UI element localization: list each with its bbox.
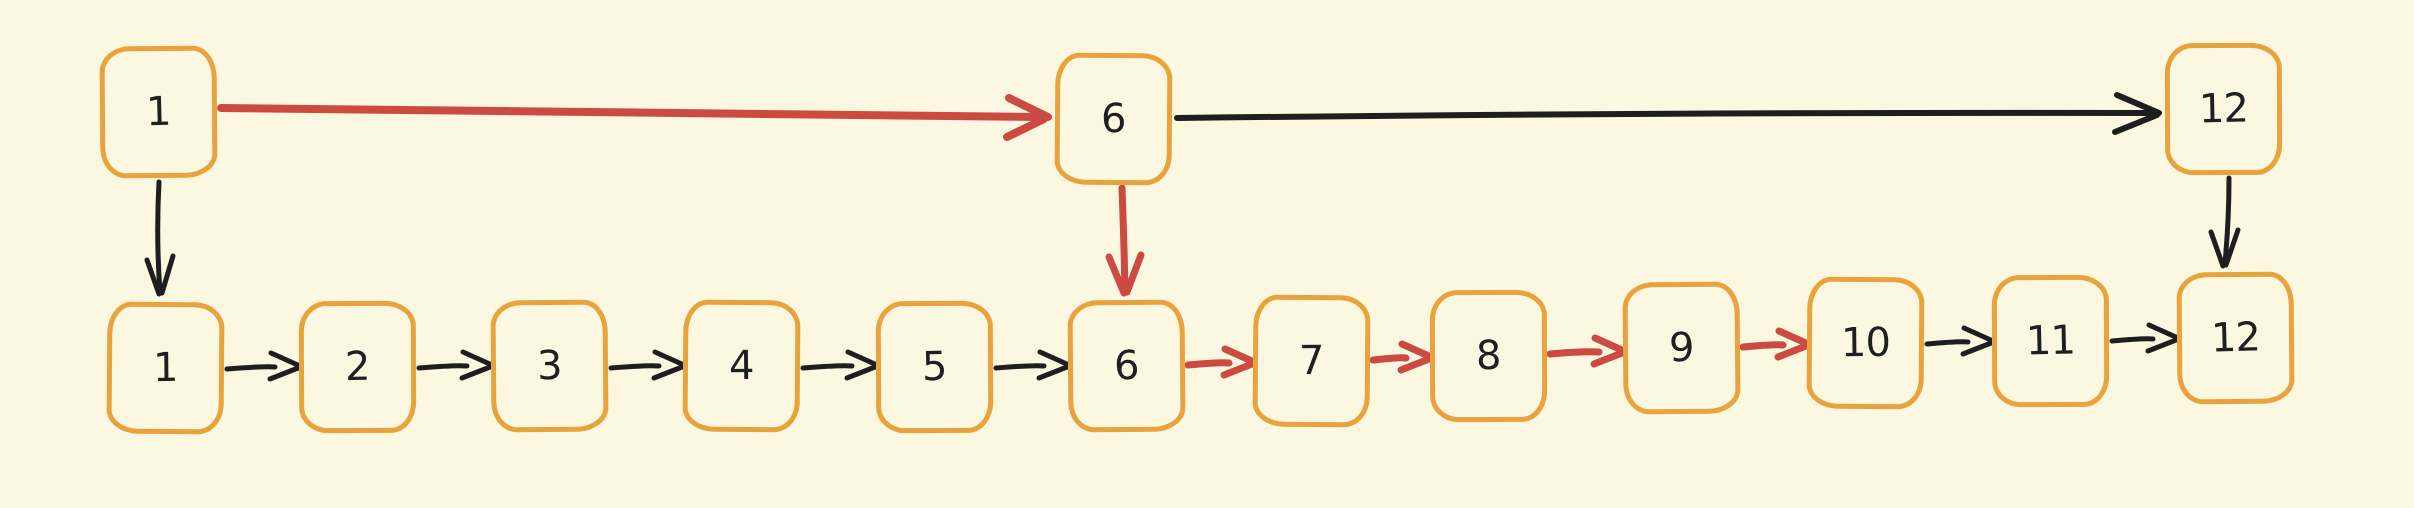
bottom-node-8[interactable]: 8 [1429, 289, 1548, 423]
node-label: 5 [921, 343, 948, 391]
arrow-bottom9-bottom10[interactable] [1739, 327, 1812, 361]
bottom-node-11[interactable]: 11 [1991, 274, 2110, 408]
arrow-top1-bottom1[interactable] [144, 179, 176, 297]
bottom-node-7[interactable]: 7 [1252, 294, 1371, 428]
node-label: 6 [1101, 95, 1126, 143]
bottom-node-6[interactable]: 6 [1067, 299, 1186, 433]
arrow-top6-top12[interactable] [1174, 92, 2162, 135]
top-node-6[interactable]: 6 [1054, 52, 1173, 186]
node-label: 10 [1840, 319, 1891, 367]
node-label: 7 [1299, 337, 1324, 385]
bottom-node-9[interactable]: 9 [1622, 281, 1741, 415]
bottom-node-1[interactable]: 1 [106, 301, 225, 435]
arrow-bottom2-bottom3[interactable] [416, 349, 495, 381]
top-node-12[interactable]: 12 [2164, 42, 2283, 176]
bottom-node-4[interactable]: 4 [682, 299, 801, 433]
bottom-node-3[interactable]: 3 [490, 299, 609, 433]
arrow-bottom7-bottom8[interactable] [1369, 340, 1435, 374]
node-label: 4 [729, 342, 754, 390]
arrow-top12-bottom12[interactable] [2208, 175, 2241, 269]
arrow-top1-top6[interactable] [217, 94, 1052, 141]
node-label: 1 [153, 344, 178, 392]
node-label: 1 [145, 88, 172, 136]
bottom-node-12[interactable]: 12 [2176, 271, 2295, 405]
node-label: 9 [1668, 324, 1695, 372]
arrow-bottom10-bottom11[interactable] [1924, 325, 1996, 357]
arrow-top6-bottom6[interactable] [1105, 184, 1145, 297]
arrow-bottom11-bottom12[interactable] [2109, 322, 2181, 354]
arrow-bottom8-bottom9[interactable] [1546, 334, 1628, 368]
node-label: 12 [2198, 85, 2249, 133]
top-node-1[interactable]: 1 [99, 45, 218, 179]
node-label: 6 [1113, 342, 1140, 390]
bottom-node-2[interactable]: 2 [298, 300, 417, 434]
node-label: 12 [2210, 314, 2261, 362]
node-label: 3 [536, 342, 563, 390]
arrow-bottom3-bottom4[interactable] [608, 349, 687, 381]
bottom-node-5[interactable]: 5 [875, 300, 994, 434]
node-label: 2 [344, 343, 371, 391]
node-label: 8 [1475, 332, 1502, 380]
arrow-bottom4-bottom5[interactable] [800, 349, 880, 381]
bottom-node-10[interactable]: 10 [1806, 276, 1925, 410]
node-label: 11 [2025, 317, 2076, 365]
arrow-bottom6-bottom7[interactable] [1184, 345, 1258, 379]
arrow-bottom5-bottom6[interactable] [993, 349, 1072, 381]
arrow-bottom1-bottom2[interactable] [224, 350, 303, 382]
